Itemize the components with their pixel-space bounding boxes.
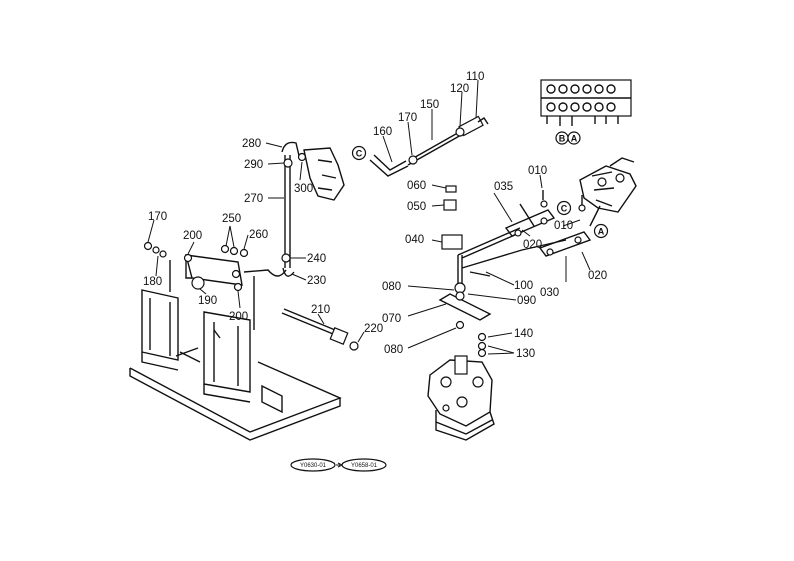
marker-b-top: B [555,131,569,145]
callout-110: 110 [466,71,484,83]
callout-120: 120 [450,83,469,95]
svg-text:C: C [356,149,363,159]
callout-035: 035 [494,181,513,193]
callout-090: 090 [517,295,536,307]
callout-010-right: 010 [554,220,573,232]
marker-a-right: A [593,223,609,239]
serial-reference: Y0630-01 Y0658-01 [290,458,387,472]
callout-030: 030 [540,287,559,299]
right-lever-030 [538,190,592,257]
callout-280: 280 [242,138,261,150]
callout-130: 130 [516,348,535,360]
ref-to-label: Y0658-01 [351,463,378,469]
horizontal-rod-210 [281,308,359,351]
callout-160: 160 [373,126,392,138]
callout-140: 140 [514,328,533,340]
svg-text:B: B [559,134,566,144]
callout-100: 100 [514,280,533,292]
center-lever-assembly [438,185,567,358]
callout-240: 240 [307,253,326,265]
lower-bracket-housing [427,355,495,441]
callout-080-top: 080 [382,281,401,293]
callout-270: 270 [244,193,263,205]
right-valve-linkage [579,157,637,227]
marker-c-left: C [351,145,367,161]
callout-leaders [147,79,591,355]
callout-150: 150 [420,99,439,111]
ref-from-label: Y0630-01 [300,463,327,469]
callout-230: 230 [307,275,326,287]
svg-text:A: A [598,227,605,237]
connection-markers: C C A B A [351,131,609,239]
callout-260: 260 [249,229,268,241]
callout-210: 210 [311,304,330,316]
callout-080-bottom: 080 [384,344,403,356]
marker-c-right: C [556,200,572,216]
svg-text:A: A [571,134,578,144]
callout-020-left: 020 [523,239,542,251]
callout-170-left: 170 [148,211,167,223]
callout-050: 050 [407,201,426,213]
callout-180: 180 [143,276,162,288]
callout-070: 070 [382,313,401,325]
right-lever-035 [504,203,556,237]
upper-linkage-rod [369,115,489,177]
callout-200-bottom: 200 [229,311,248,323]
callout-040: 040 [405,234,424,246]
callout-labels: 110 120 150 170 160 280 290 300 270 010 … [143,71,607,360]
callout-220: 220 [364,323,383,335]
left-lever-bracket [143,241,287,330]
callout-250: 250 [222,213,241,225]
callout-010-top: 010 [528,165,547,177]
callout-060: 060 [407,180,426,192]
svg-text:C: C [561,204,568,214]
left-base-frame [129,289,342,441]
callout-170-top: 170 [398,112,417,124]
callout-300: 300 [294,183,313,195]
callout-190: 190 [198,295,217,307]
marker-a-top: A [567,131,581,145]
vertical-rod-assembly [281,141,345,277]
callout-200-top: 200 [183,230,202,242]
control-valve-block [540,79,632,126]
callout-020-right: 020 [588,270,607,282]
callout-290: 290 [244,159,263,171]
